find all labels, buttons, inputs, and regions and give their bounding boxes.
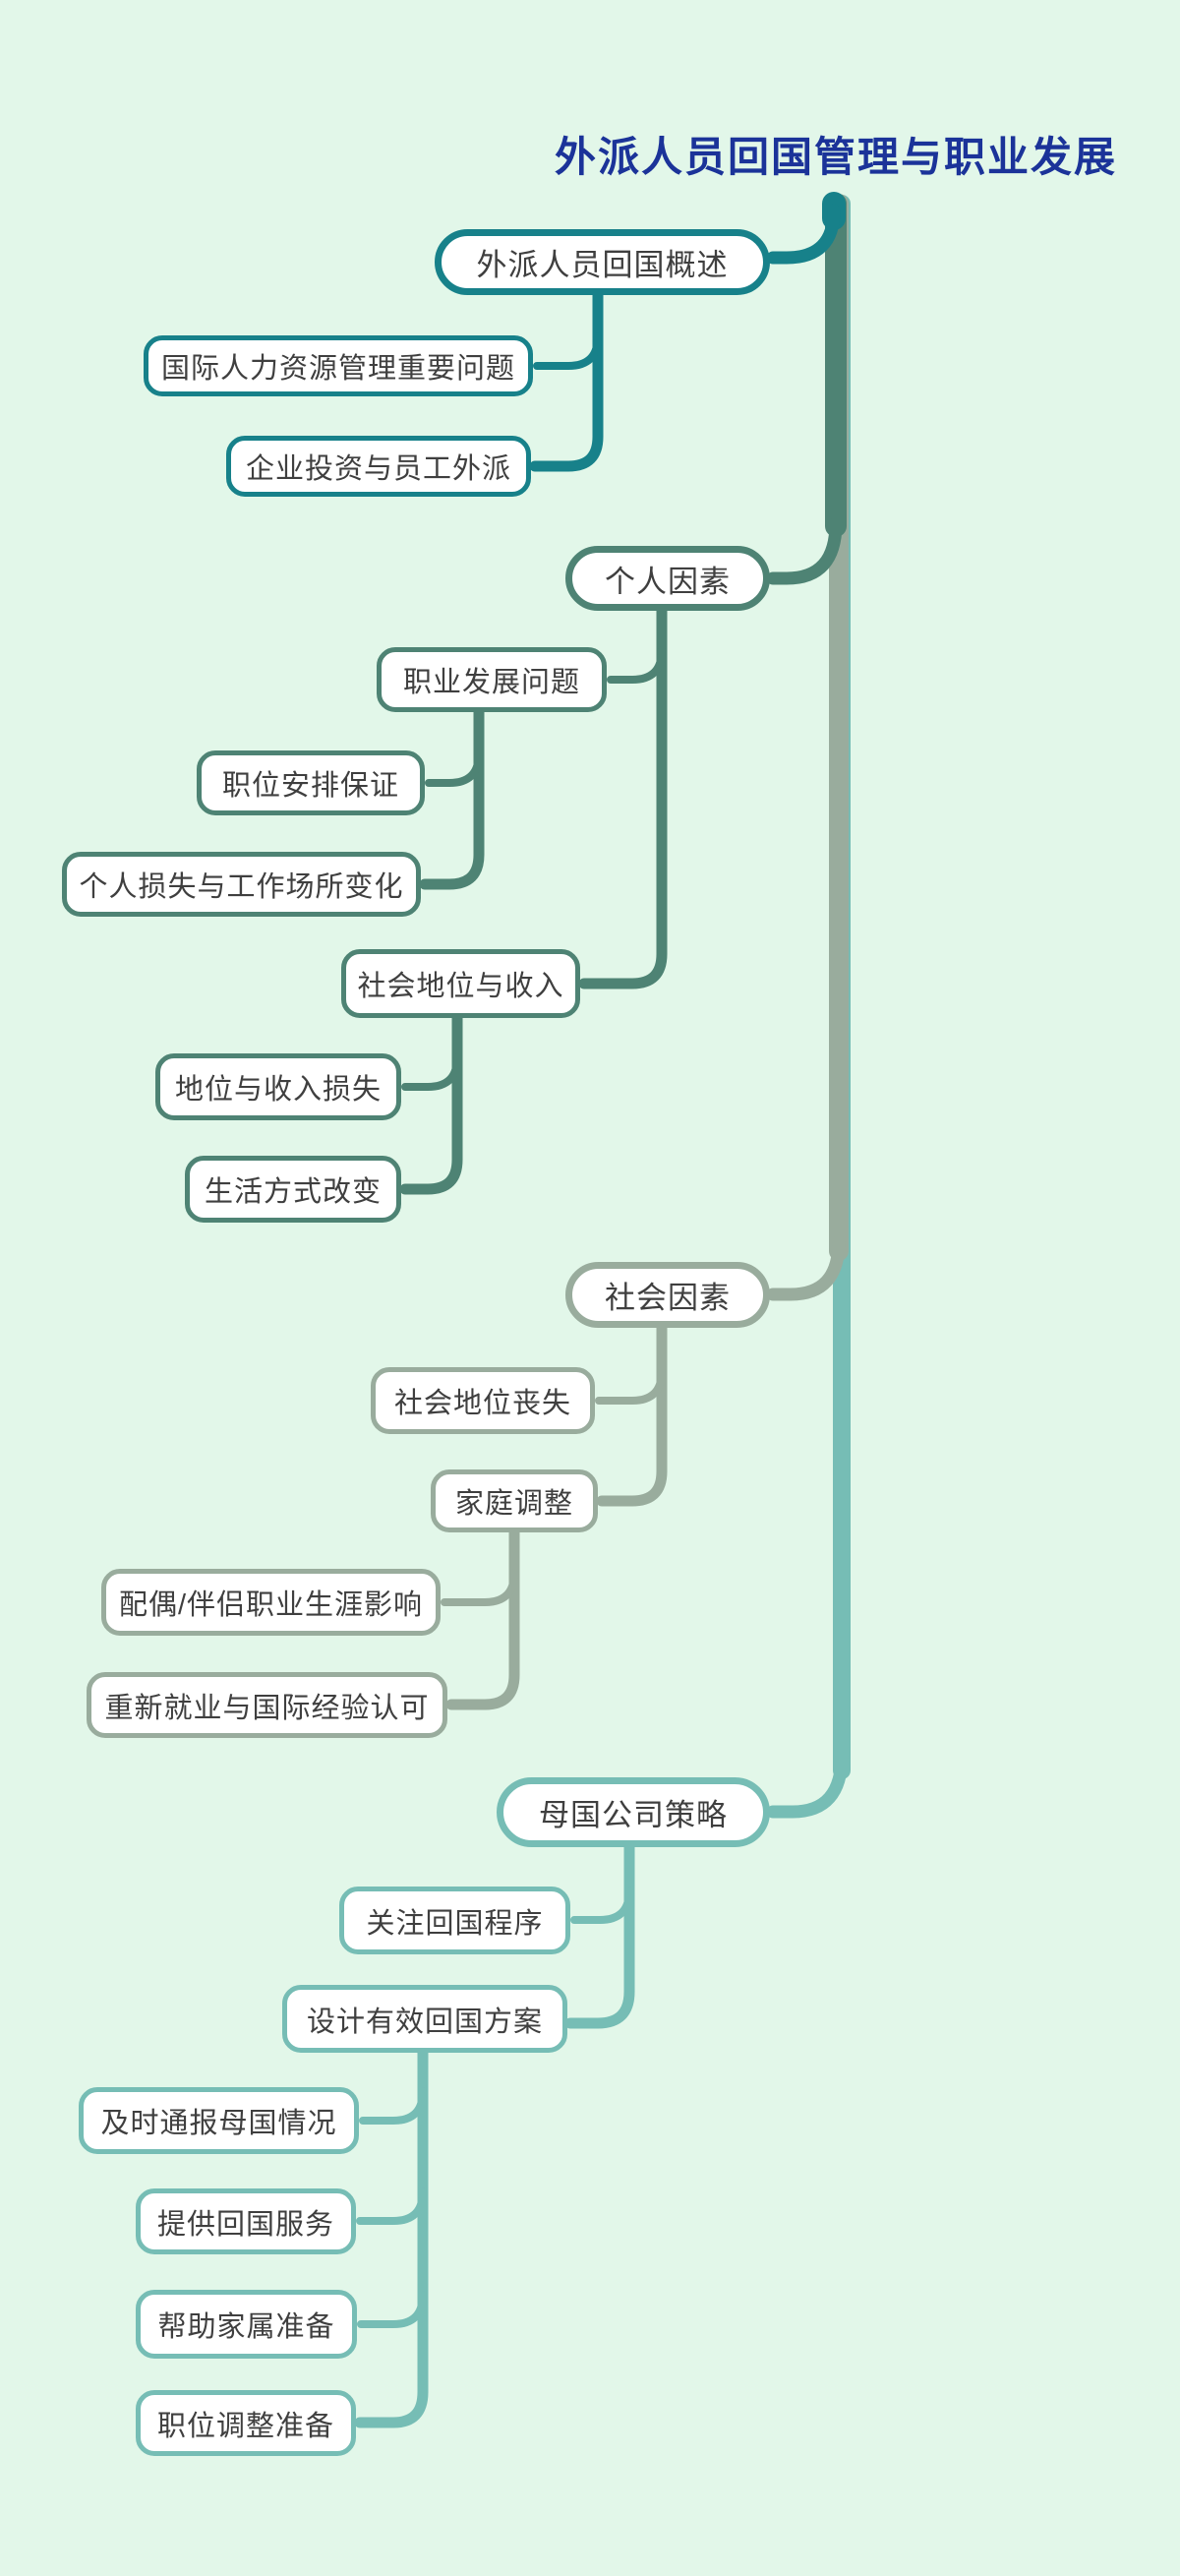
drop-repatriation-plan <box>354 2041 429 2428</box>
drop-family-adjustment <box>445 1522 520 1710</box>
node-intl-hr-issues[interactable]: 国际人力资源管理重要问题 <box>144 335 533 396</box>
hook-branch-personal <box>766 516 843 585</box>
drop-social <box>596 1317 668 1507</box>
hook-branch-social <box>766 1234 846 1301</box>
hook-intl-hr-issues <box>533 332 602 370</box>
node-career-dev-issues[interactable]: 职业发展问题 <box>377 647 607 712</box>
node-family-preparation[interactable]: 帮助家属准备 <box>136 2290 357 2359</box>
node-repatriation-plan[interactable]: 设计有效回国方案 <box>282 1985 567 2053</box>
node-company-strategy[interactable]: 母国公司策略 <box>497 1777 770 1847</box>
drop-overview <box>529 284 604 472</box>
hook-branch-company <box>766 1749 849 1819</box>
hook-home-country-updates <box>359 2087 427 2125</box>
hook-career-dev-issues <box>607 646 666 684</box>
hook-social-status-loss <box>595 1367 666 1405</box>
map-title[interactable]: 外派人员回国管理与职业发展 <box>554 134 1117 180</box>
node-home-country-updates[interactable]: 及时通报母国情况 <box>79 2087 359 2154</box>
node-repatriation-procedure[interactable]: 关注回国程序 <box>339 1887 570 1954</box>
node-investment-expat[interactable]: 企业投资与员工外派 <box>226 436 531 497</box>
node-social-status-loss[interactable]: 社会地位丧失 <box>371 1367 595 1434</box>
node-personal-loss-workplace-change[interactable]: 个人损失与工作场所变化 <box>62 852 421 917</box>
hook-position-guarantee <box>425 749 483 787</box>
node-position-adjustment-preparation[interactable]: 职位调整准备 <box>136 2390 356 2456</box>
node-lifestyle-change[interactable]: 生活方式改变 <box>185 1156 401 1223</box>
node-personal-factors[interactable]: 个人因素 <box>565 546 770 611</box>
drop-company <box>564 1835 635 2029</box>
drop-social-status-income <box>399 1007 463 1195</box>
node-reemployment-intl-experience[interactable]: 重新就业与国际经验认可 <box>87 1672 447 1738</box>
node-overview[interactable]: 外派人员回国概述 <box>435 229 770 295</box>
node-family-adjustment[interactable]: 家庭调整 <box>431 1469 598 1532</box>
hook-branch-overview <box>766 204 841 265</box>
node-status-income-loss[interactable]: 地位与收入损失 <box>155 1053 401 1120</box>
node-spouse-career-impact[interactable]: 配偶/伴侣职业生涯影响 <box>101 1569 441 1636</box>
hook-repatriation-procedure <box>570 1887 633 1924</box>
node-position-guarantee[interactable]: 职位安排保证 <box>197 750 425 815</box>
hook-repatriation-services <box>356 2187 427 2225</box>
node-social-factors[interactable]: 社会因素 <box>565 1262 770 1328</box>
hook-spouse-career-impact <box>441 1569 518 1606</box>
node-social-status-income[interactable]: 社会地位与收入 <box>341 949 580 1018</box>
node-repatriation-services[interactable]: 提供回国服务 <box>136 2188 356 2254</box>
hook-family-preparation <box>357 2291 427 2328</box>
drop-career-dev-issues <box>419 701 485 890</box>
hook-status-income-loss <box>401 1053 461 1091</box>
